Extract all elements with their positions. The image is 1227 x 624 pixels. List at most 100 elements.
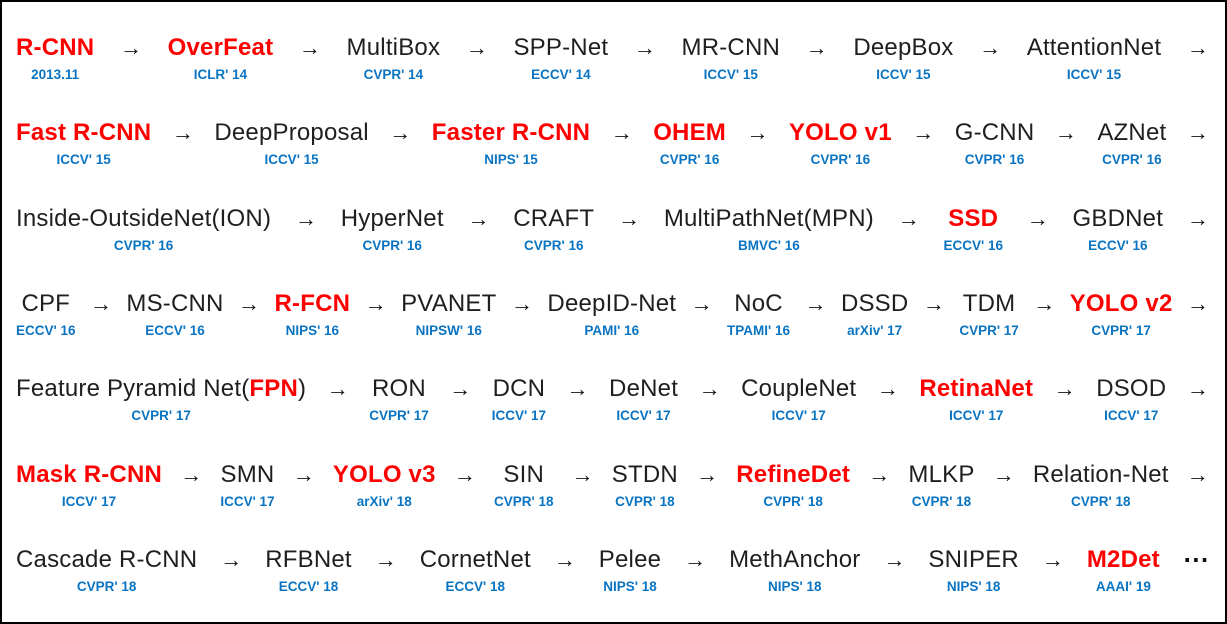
model-name: YOLO v2 <box>1070 288 1173 320</box>
arrow-icon: → <box>992 461 1015 487</box>
model-name-text: HyperNet <box>340 204 444 232</box>
model-name: Relation-Net <box>1033 459 1169 491</box>
model-name-text: G-CNN <box>954 119 1035 147</box>
venue-label: ICCV' 17 <box>491 408 546 424</box>
venue-label: ECCV' 18 <box>445 579 506 595</box>
venue-label: CVPR' 16 <box>810 152 871 168</box>
arrow-icon: → <box>696 461 719 487</box>
venue-label: ICCV' 17 <box>1104 408 1159 424</box>
model-name-text: Feature Pyramid Net( <box>16 375 250 403</box>
venue-label: ICCV' 15 <box>703 66 758 82</box>
model-name-highlight: YOLO v2 <box>1069 289 1173 317</box>
model-name-highlight: M2Det <box>1086 546 1160 574</box>
arrow-icon: → <box>804 290 827 316</box>
model-name-text: DeepProposal <box>214 119 369 147</box>
venue-label: arXiv' 18 <box>356 493 412 509</box>
venue-label: CVPR' 16 <box>964 152 1025 168</box>
arrow-icon: → <box>1026 205 1049 231</box>
model-name: RON <box>372 373 426 405</box>
arrow-icon: → <box>119 34 142 60</box>
model-name: Pelee <box>599 544 661 576</box>
model-name-text: Cascade R-CNN <box>16 546 198 574</box>
model-name-highlight: Faster R-CNN <box>431 119 591 147</box>
model-name-highlight: RetinaNet <box>919 375 1034 403</box>
arrow-icon: → <box>465 34 488 60</box>
arrow-icon: → <box>618 205 641 231</box>
arrow-icon: → <box>690 290 713 316</box>
arrow-icon: → <box>633 34 656 60</box>
arrow-icon: → <box>467 205 490 231</box>
venue-label: BMVC' 16 <box>738 237 800 253</box>
arrow-icon: → <box>805 34 828 60</box>
model-name: OHEM <box>653 117 726 149</box>
model-name: OverFeat <box>168 32 274 64</box>
model-name-text: CornetNet <box>419 546 531 574</box>
ellipsis-icon: ⋯ <box>1182 544 1209 575</box>
model-name-text: SNIPER <box>928 546 1019 574</box>
arrow-icon: → <box>1186 290 1209 316</box>
model-name: MethAnchor <box>729 544 860 576</box>
venue-label: ECCV' 16 <box>943 237 1003 253</box>
model-name-text: DSSD <box>840 289 909 317</box>
model-name: DeNet <box>609 373 678 405</box>
model-name: AttentionNet <box>1027 32 1161 64</box>
model-name-highlight: SSD <box>948 204 999 232</box>
model-name: SIN <box>503 459 544 491</box>
model-name-highlight: OverFeat <box>167 33 274 61</box>
model-name-text: DeepBox <box>853 33 954 61</box>
venue-label: ICCV' 15 <box>876 66 931 82</box>
model-name: MLKP <box>908 459 974 491</box>
venue-label: ICCV' 17 <box>616 408 671 424</box>
arrow-icon: → <box>868 461 891 487</box>
model-name: TDM <box>963 288 1016 320</box>
model-name-highlight: RefineDet <box>736 460 851 488</box>
model-name-text: RON <box>372 375 426 403</box>
model-name-text: MR-CNN <box>681 33 781 61</box>
model-name-highlight: YOLO v1 <box>788 119 892 147</box>
model-name: HyperNet <box>341 203 444 235</box>
model-name: CRAFT <box>513 203 594 235</box>
model-name: RetinaNet <box>919 373 1033 405</box>
venue-label: arXiv' 17 <box>847 322 903 338</box>
model-name-text: RFBNet <box>265 546 352 574</box>
arrow-icon: → <box>449 376 472 402</box>
venue-label: ICCV' 17 <box>771 408 826 424</box>
venue-label: ECCV' 16 <box>16 322 76 338</box>
model-name: YOLO v1 <box>789 117 892 149</box>
model-name-text: SMN <box>220 460 275 488</box>
venue-label: CVPR' 16 <box>362 237 422 253</box>
venue-label: ECCV' 16 <box>145 322 205 338</box>
model-item: DSSD arXiv' 17 <box>841 288 908 338</box>
venue-label: CVPR' 18 <box>763 493 823 509</box>
arrow-icon: → <box>553 547 576 573</box>
arrow-icon: → <box>364 290 387 316</box>
model-name-text: MultiBox <box>346 33 441 61</box>
arrow-icon: → <box>876 376 899 402</box>
model-name: MultiBox <box>347 32 441 64</box>
venue-label: ICCV' 17 <box>949 408 1004 424</box>
venue-label: PAMI' 16 <box>584 322 640 338</box>
model-name: G-CNN <box>955 117 1035 149</box>
model-name: YOLO v3 <box>333 459 436 491</box>
model-name: NoC <box>734 288 783 320</box>
arrow-icon: → <box>1033 290 1056 316</box>
